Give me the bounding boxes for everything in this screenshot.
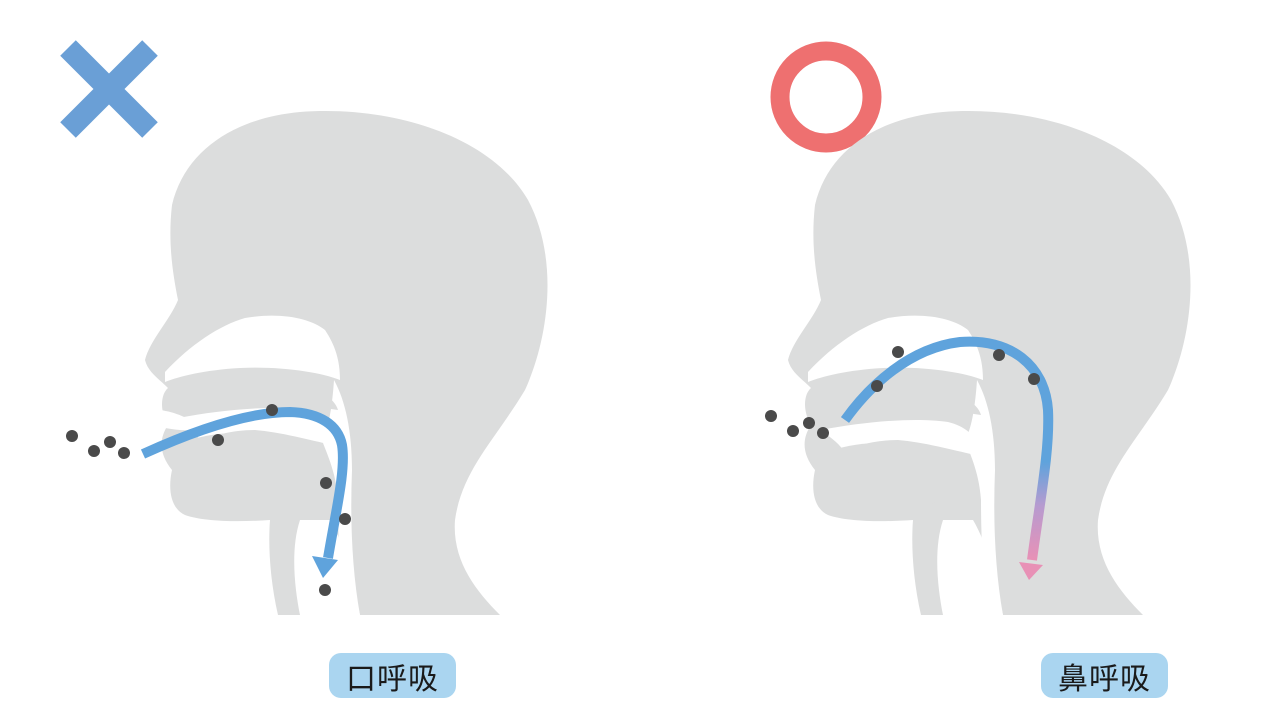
- germ-particles: [66, 404, 351, 596]
- nose-breathing-label: 鼻呼吸: [1041, 653, 1168, 698]
- germ-icon: [892, 346, 904, 358]
- germ-icon: [765, 410, 777, 422]
- germ-icon: [993, 349, 1005, 361]
- circle-icon: [770, 41, 882, 153]
- germ-icon: [319, 584, 331, 596]
- germ-icon: [817, 427, 829, 439]
- germ-icon: [88, 445, 100, 457]
- nose-breathing-panel: 鼻呼吸: [640, 0, 1280, 720]
- mouth-breathing-label: 口呼吸: [329, 653, 456, 698]
- germ-icon: [871, 380, 883, 392]
- cross-icon: [60, 40, 158, 138]
- germ-particles: [765, 346, 1040, 439]
- germ-icon: [266, 404, 278, 416]
- mouth-breathing-panel: 口呼吸: [60, 40, 548, 698]
- palate-detail: [815, 381, 981, 510]
- germ-icon: [66, 430, 78, 442]
- palate-detail: [170, 376, 338, 507]
- label-text: 口呼吸: [346, 661, 439, 697]
- germ-icon: [1028, 373, 1040, 385]
- germ-icon: [787, 425, 799, 437]
- germ-icon: [118, 447, 130, 459]
- airflow-arrow-mouth: [140, 406, 348, 578]
- germ-icon: [803, 417, 815, 429]
- label-text: 鼻呼吸: [1058, 661, 1151, 697]
- germ-icon: [212, 434, 224, 446]
- germ-icon: [104, 436, 116, 448]
- germ-icon: [320, 477, 332, 489]
- mouth-breathing-illustration: [60, 40, 548, 615]
- airflow-arrow-nose: [840, 336, 1054, 580]
- germ-icon: [339, 513, 351, 525]
- nose-breathing-illustration: [765, 41, 1191, 615]
